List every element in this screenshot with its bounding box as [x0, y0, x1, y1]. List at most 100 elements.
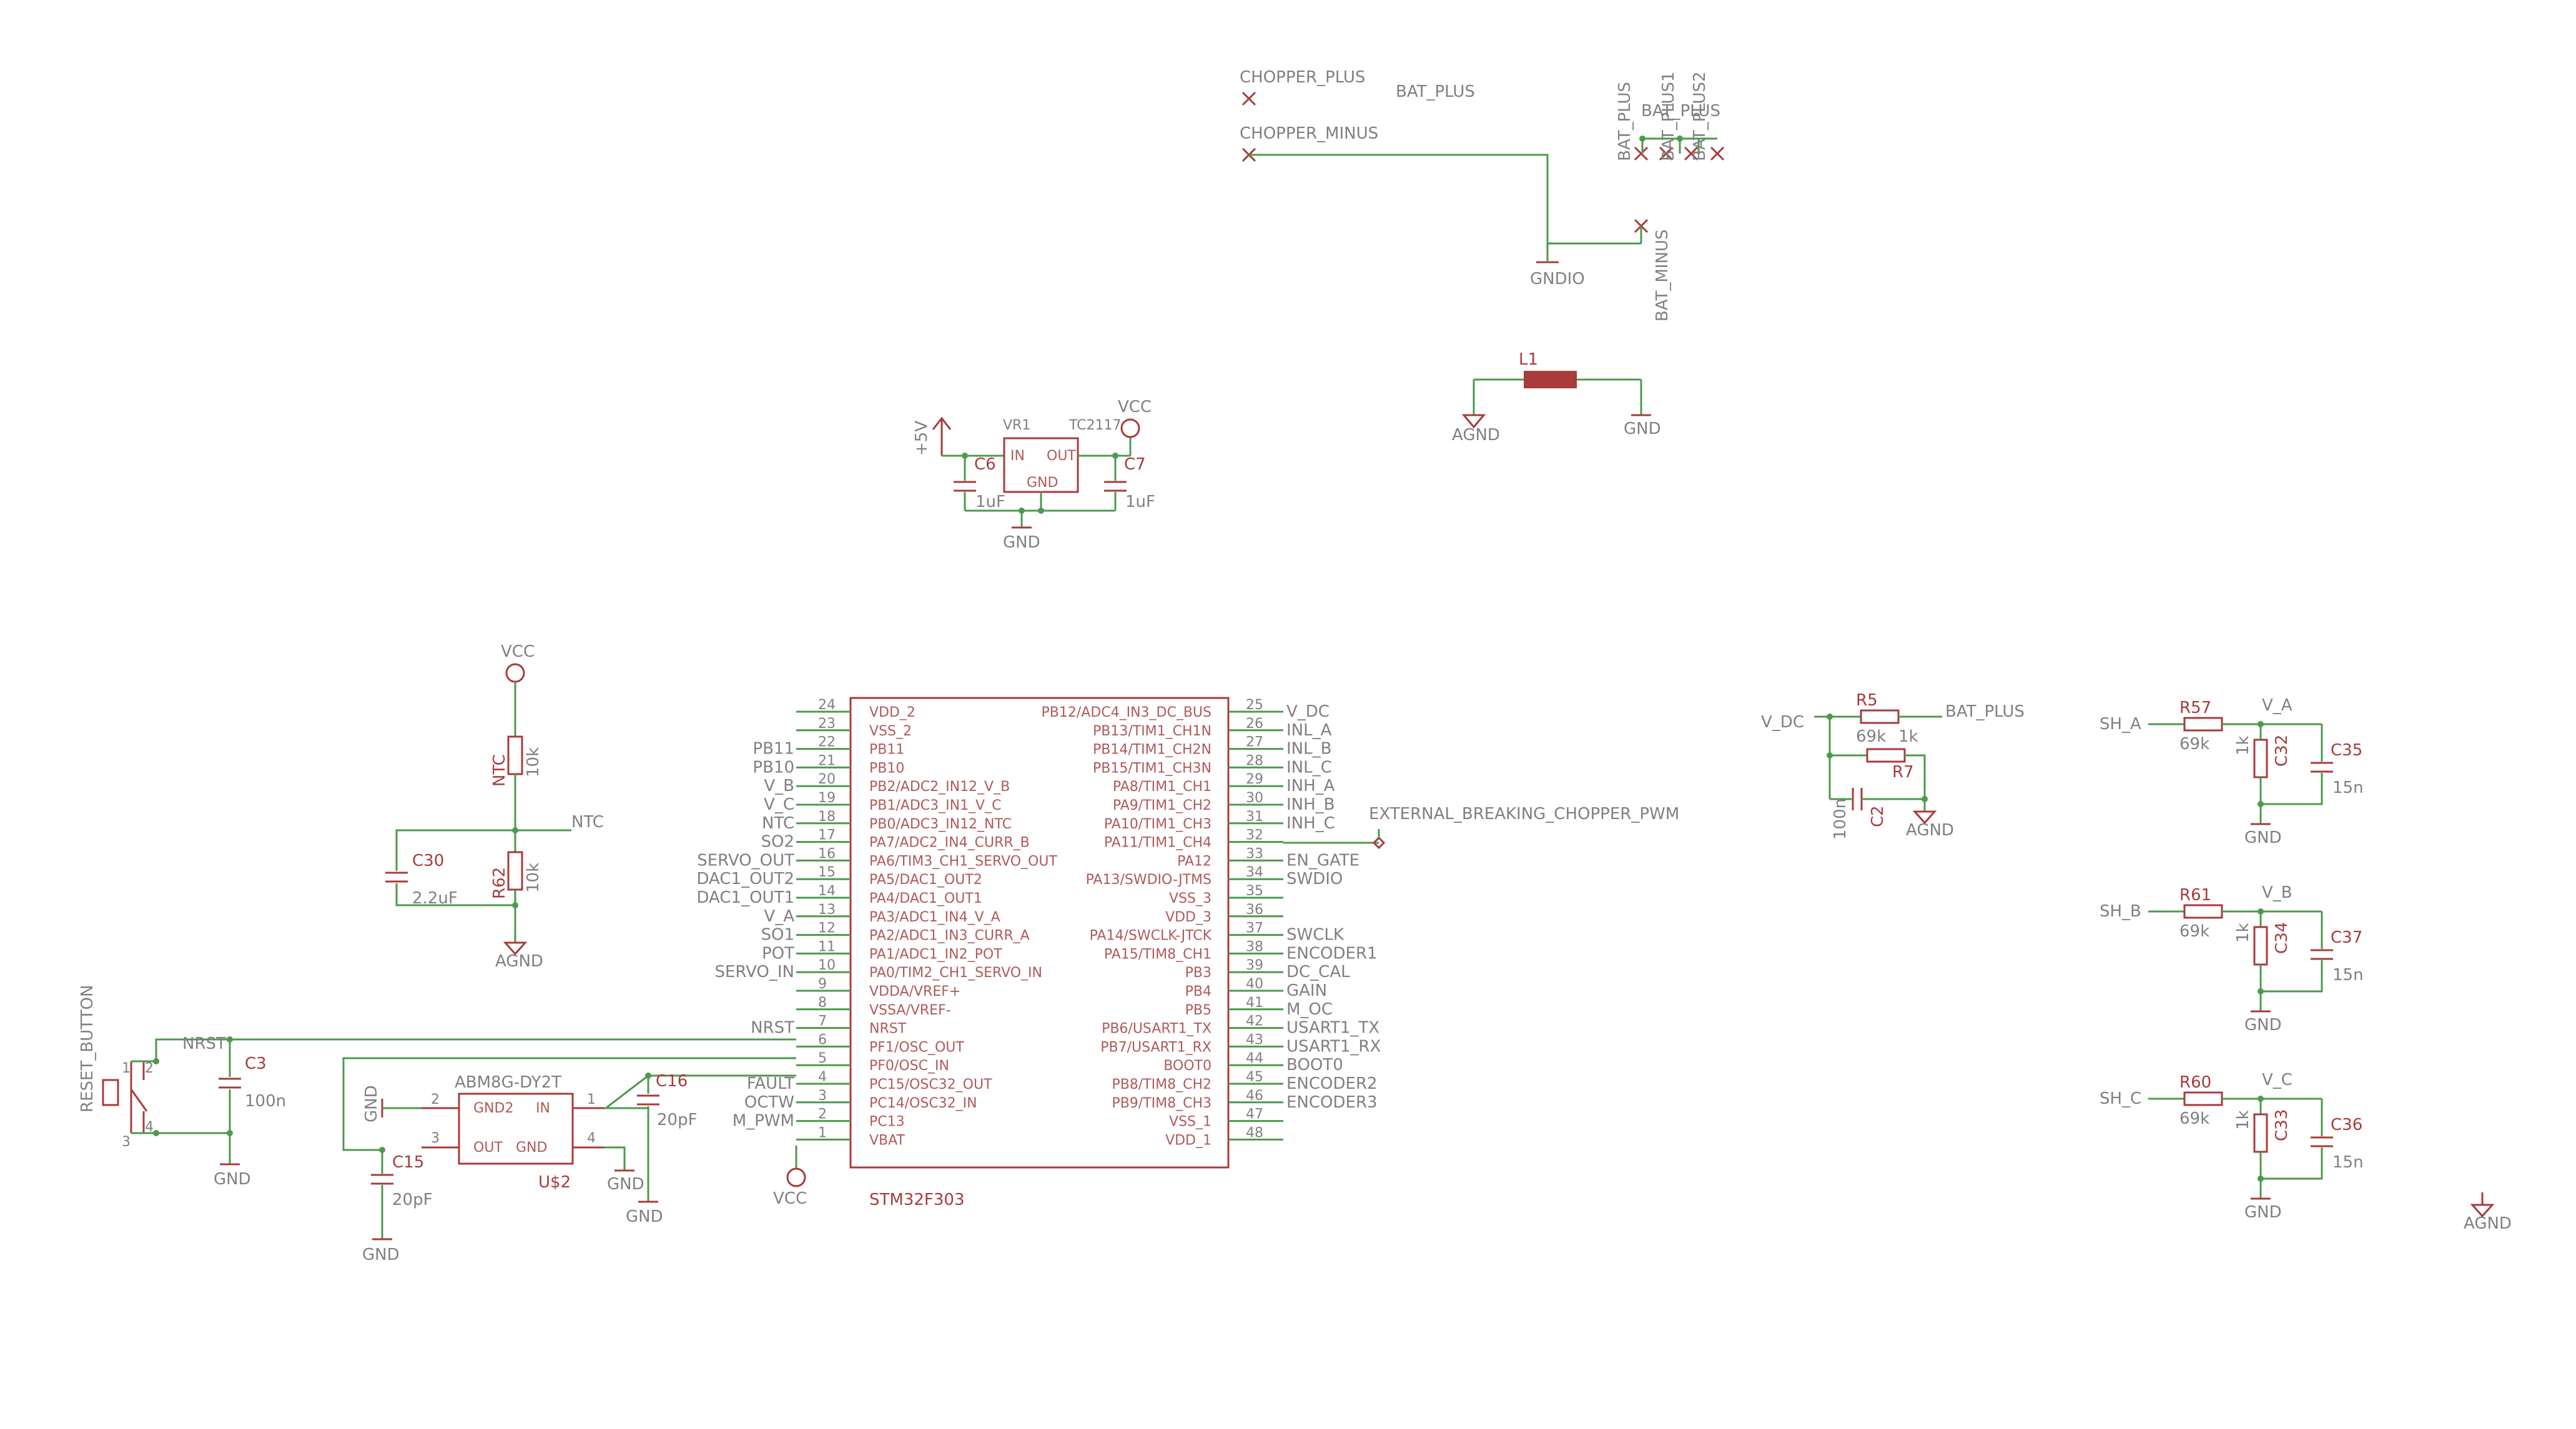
mcu-left-pin-name: VDDA/VREF+: [869, 984, 960, 999]
xtal-gnd2-pin: GND2: [473, 1101, 513, 1116]
mcu-right-pin-name: PA15/TIM8_CH1: [1104, 946, 1212, 962]
phase-gnd-label: GND: [2244, 1203, 2282, 1222]
mcu-right-pin-number: 33: [1246, 846, 1263, 862]
phase-c1-ref: C33: [2273, 1109, 2291, 1141]
mcu-right-net-label: INL_A: [1286, 721, 1332, 740]
mcu-left-pin-number: 1: [818, 1125, 827, 1141]
r7-ref: R7: [1892, 763, 1914, 782]
mcu-left-pin-name: PB11: [869, 742, 904, 758]
mcu-left-pin-name: PA4/DAC1_OUT1: [869, 891, 982, 906]
mcu-left-net-label: SO2: [761, 833, 794, 852]
mcu-right-pin-name: VSS_3: [1169, 891, 1212, 906]
mcu-right-net-label: INH_A: [1286, 777, 1335, 795]
reset-button-circuit: RESET_BUTTON 1 2 3 4 C3 100n GND NRST: [78, 985, 796, 1189]
mcu-right-pin-number: 32: [1246, 828, 1263, 843]
mcu-right-net-label: GAIN: [1286, 981, 1327, 1000]
mcu-right-net-label: BOOT0: [1286, 1056, 1343, 1074]
phase-v-label: V_A: [2262, 696, 2292, 715]
mcu-left-pin-name: PB1/ADC3_IN1_V_C: [869, 798, 1001, 813]
phase-r2-val: 1k: [2234, 1110, 2253, 1130]
reg-cout-val: 1uF: [1125, 493, 1155, 511]
mcu-right-pin-number: 30: [1246, 790, 1263, 806]
mcu-right-pin-name: VSS_1: [1169, 1114, 1212, 1130]
mcu-left-pin-name: PA3/ADC1_IN4_V_A: [869, 910, 1000, 925]
mcu-left-pin-number: 4: [818, 1069, 827, 1085]
mcu-left-pin-number: 15: [818, 865, 836, 880]
mcu-left-pin-number: 20: [818, 772, 836, 787]
ntc-rbot-ref: R62: [490, 867, 509, 899]
mcu-right-pin-number: 29: [1246, 772, 1263, 787]
xtal-out-pin: OUT: [473, 1140, 503, 1156]
l1-agnd: AGND: [1452, 426, 1500, 444]
mcu-left-pin-number: 13: [818, 902, 836, 918]
mcu-left-pin-number: 14: [818, 883, 836, 899]
mcu-left-pin-number: 22: [818, 735, 836, 750]
vdc-divider: V_DC R5 69k BAT_PLUS 1k R7 100n C2 AGND: [1761, 691, 2025, 840]
mcu-right-pin-number: 41: [1246, 995, 1263, 1011]
phase-r1: [2183, 1091, 2223, 1106]
ntc-vcc: VCC: [501, 642, 535, 661]
mcu-right-pin-name: VDD_1: [1165, 1132, 1212, 1148]
mcu-left-pin-number: 8: [818, 995, 827, 1011]
mcu-left-pin-name: PF0/OSC_IN: [869, 1058, 949, 1074]
phase-c1-ref: C32: [2273, 735, 2291, 767]
reset-net-label: NRST: [182, 1034, 226, 1053]
phase-r1-ref: R61: [2179, 886, 2211, 905]
mcu-left-net-label: SERVO_OUT: [697, 851, 794, 870]
mcu-left-net-label: V_A: [764, 907, 794, 926]
phase-c2-val: 15n: [2332, 966, 2364, 985]
mcu-right-pin-number: 37: [1246, 921, 1263, 936]
mcu-left-pin-number: 12: [818, 921, 836, 936]
mcu-right-net-label: ENCODER1: [1286, 944, 1378, 963]
mcu-left-pin-name: PC13: [869, 1114, 905, 1130]
vdc-bat-plus: BAT_PLUS: [1945, 702, 2025, 721]
phase-v-label: V_B: [2262, 883, 2292, 902]
mcu-right-net-label: INH_C: [1286, 814, 1335, 833]
mcu-right-net-label: EN_GATE: [1286, 851, 1360, 870]
mcu-right-pin-name: PB5: [1185, 1003, 1212, 1018]
mcu-left-pin-number: 19: [818, 790, 836, 806]
mcu-right-pin-name: PB8/TIM8_CH2: [1112, 1077, 1212, 1093]
phase-c2-ref: C37: [2331, 928, 2362, 947]
xtal-pin1: 1: [587, 1092, 596, 1107]
mcu-right-pin-number: 34: [1246, 865, 1263, 880]
mcu-left-pin-number: 3: [818, 1088, 827, 1104]
mcu-right-pin-name: PB12/ADC4_IN3_DC_BUS: [1041, 705, 1212, 720]
mcu-right-net-label: ENCODER2: [1286, 1074, 1378, 1093]
mcu-left-pin-name: NRST: [869, 1021, 907, 1037]
xtal-part: ABM8G-DY2T: [455, 1073, 561, 1092]
mcu-left-pin-number: 24: [818, 697, 836, 713]
mcu-right-pin-number: 38: [1246, 939, 1263, 955]
mcu-right-pin-name: BOOT0: [1163, 1058, 1212, 1074]
phase-c2-ref: C35: [2331, 741, 2362, 760]
bat-plus2-label: BAT_PLUS2: [1690, 72, 1709, 161]
vdc-agnd: AGND: [1906, 821, 1954, 840]
c2-ref: C2: [1868, 805, 1887, 827]
mcu-right-pin-name: PA12: [1177, 853, 1212, 869]
reg-gnd: GND: [1003, 533, 1040, 552]
reg-vcc: VCC: [1118, 398, 1152, 416]
mcu-right-pin-number: 28: [1246, 753, 1263, 769]
reg-gnd-pin: GND: [1027, 475, 1058, 491]
mcu-left-net-label: SO1: [761, 926, 794, 945]
vdc-in: V_DC: [1761, 713, 1804, 732]
mcu-right-net-label: USART1_RX: [1286, 1037, 1381, 1056]
mcu-left-net-label: DAC1_OUT2: [696, 870, 794, 888]
mcu-right-pin-number: 26: [1246, 716, 1263, 732]
mcu-left-net-label: FAULT: [747, 1074, 794, 1093]
mcu-left-pin-number: 16: [818, 846, 836, 862]
phase-wire: [2261, 1147, 2323, 1180]
c15-ref: C15: [392, 1153, 424, 1172]
mcu-right-pin-name: PA11/TIM1_CH4: [1104, 835, 1212, 851]
mcu-left-pin-name: PA1/ADC1_IN2_POT: [869, 946, 1002, 962]
junction: [2258, 1176, 2264, 1182]
mcu-right-pin-number: 36: [1246, 902, 1263, 918]
phase-r2: [2253, 739, 2268, 778]
mcu-right-pin-name: PB3: [1185, 965, 1212, 981]
reg-in-pin: IN: [1010, 448, 1025, 464]
mcu-left-net-label: M_PWM: [733, 1112, 794, 1131]
